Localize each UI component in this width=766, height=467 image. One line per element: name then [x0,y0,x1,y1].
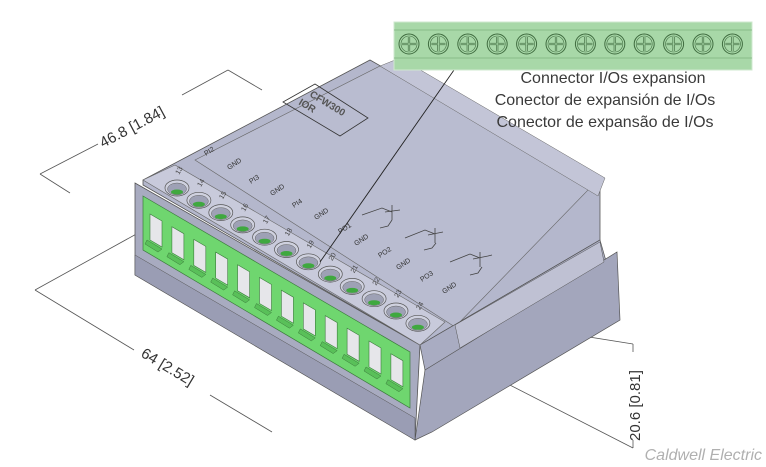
front-green-connector [142,195,411,409]
connector-slot [144,213,163,253]
dim-line-width-left [34,289,135,351]
screw-hole [164,179,190,197]
dim-line-width-right [209,394,273,433]
terminal-number: 13 [175,166,185,176]
screw-hole [296,253,321,271]
terminal-number: 23 [394,289,404,299]
extension-line-depth-top [227,69,263,91]
connector-slot [276,289,294,329]
callout-screw-icon [457,33,479,55]
callout-screw-icon [574,33,596,55]
connector-slot [210,251,229,291]
dimension-width-label: 64 [2.52] [138,345,197,390]
callout-screws [398,33,743,55]
callout-connector [393,21,753,71]
connector-slots [144,213,404,393]
callout-screw-icon [398,33,420,55]
screw-hole [230,216,256,234]
callout-screw-icon [663,33,685,55]
terminal-number: 19 [306,239,316,249]
terminal-numbers: 13 14 15 16 17 18 19 20 21 22 23 24 [175,166,426,312]
relay-symbols [361,205,493,276]
extension-line-height-bottom [499,379,634,449]
extension-line-depth-bottom [39,173,71,194]
terminal-number: 16 [240,203,250,213]
device-top-rail [379,57,606,197]
terminal-number: 18 [284,227,294,237]
dim-line-depth-right [181,69,229,96]
relay-symbol-po3 [449,252,493,276]
screw-hole [339,278,365,295]
device-front-bottom [134,254,416,441]
top-label: PI2 [203,146,216,158]
callout-screw-icon [516,33,538,55]
screw-hole [317,265,343,283]
connector-slot [297,302,316,342]
terminal-number: 24 [416,301,426,311]
callout-leader [319,69,455,263]
callout-line-es: Conector de expansión de I/Os [495,92,716,109]
connector-slot [232,264,251,304]
extension-line-width-left [34,231,141,291]
screw-hole [361,290,387,308]
relay-symbol-po1 [361,205,401,229]
terminal-number: 22 [372,276,382,286]
connector-slot [385,353,404,393]
callout-screw-icon [604,33,626,55]
callout-line-pt: Conector de expansão de I/Os [496,114,713,131]
callout-screw-icon [427,33,449,55]
connector-slot [363,340,382,380]
terminal-number: 21 [350,264,360,274]
screw-hole [383,302,409,320]
connector-slot [254,276,272,316]
dimension-depth [39,69,263,194]
connector-slot [188,238,207,278]
screw-hole [274,241,299,258]
dimension-depth-label: 46.8 [1.84] [97,103,168,151]
terminal-number: 15 [218,190,228,200]
connector-slot [319,315,338,354]
terminal-number: 17 [262,215,272,225]
dim-line-depth-left [39,143,99,175]
callout-screw-icon [721,33,743,55]
callout-screw-icon [486,33,508,55]
callout-screw-icon [692,33,714,55]
terminal-number: 20 [328,252,338,262]
terminal-number: 14 [197,178,207,188]
screw-holes [164,179,431,332]
connector-slot [341,327,360,367]
screw-hole [208,204,234,221]
dimension-height-label: 20.6 [0.81] [627,370,644,441]
callout-screw-icon [633,33,655,55]
relay-symbol-po2 [404,228,444,251]
callout-line-en: Connector I/Os expansion [521,70,706,87]
dimension-width [34,231,273,433]
screw-hole [252,228,277,246]
screw-hole [186,191,212,209]
connector-slot [166,226,185,266]
top-label: PI4 [291,198,304,210]
screw-hole [405,314,431,332]
callout-screw-icon [545,33,567,55]
top-label: PI3 [248,174,261,186]
watermark: Caldwell Electric [645,447,762,464]
device-clip [454,241,605,349]
